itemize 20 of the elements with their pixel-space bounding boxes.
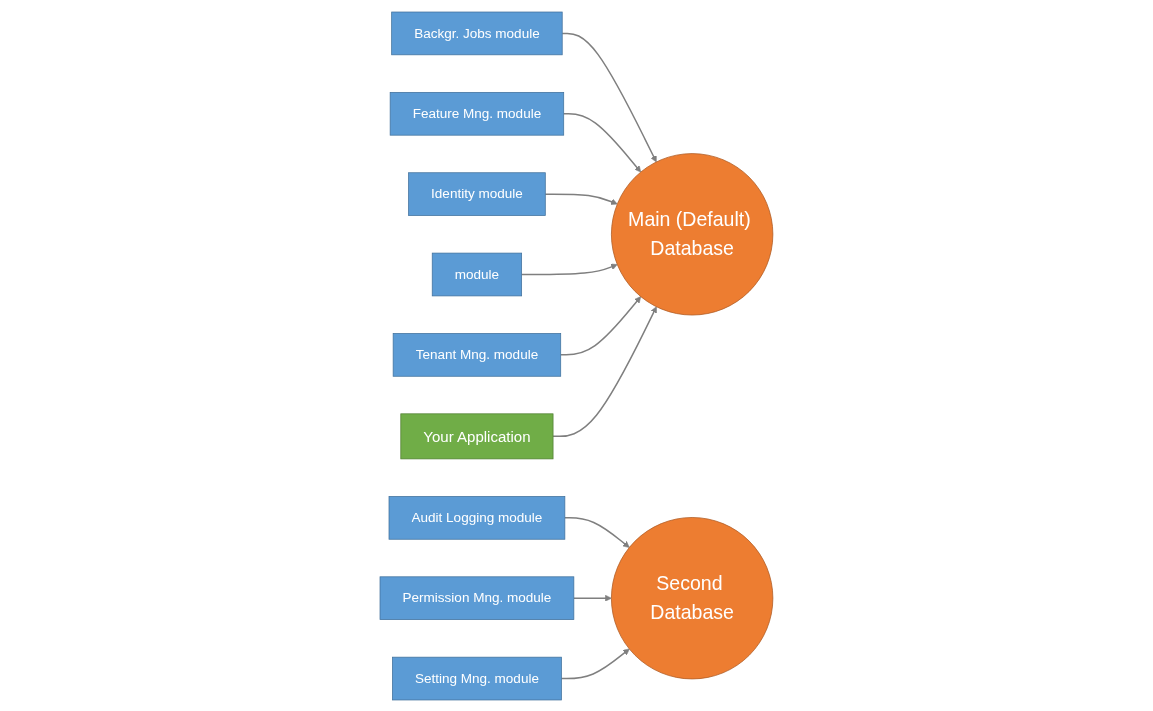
arrow (560, 295, 642, 356)
node-box: Audit Logging module (388, 495, 566, 540)
arrow (563, 112, 642, 172)
node-box: module (431, 252, 523, 296)
node-box: Feature Mng. module (389, 91, 565, 136)
arrow (560, 648, 630, 679)
node-box: Permission Mng. module (379, 575, 575, 620)
node-box: Backgr. Jobs module (391, 11, 563, 55)
node-circle: Second Database (611, 516, 774, 679)
arrow (520, 263, 618, 275)
arrow (573, 594, 612, 601)
node-box: Identity module (408, 171, 546, 216)
node-circle: Main (Default) Database (611, 152, 774, 315)
arrow (544, 192, 618, 205)
node-box: Your Application (400, 412, 554, 459)
arrow (561, 32, 657, 162)
arrow (564, 516, 630, 548)
arrow (552, 305, 657, 437)
node-box: Setting Mng. module (392, 656, 562, 700)
node-box: Tenant Mng. module (392, 332, 562, 377)
